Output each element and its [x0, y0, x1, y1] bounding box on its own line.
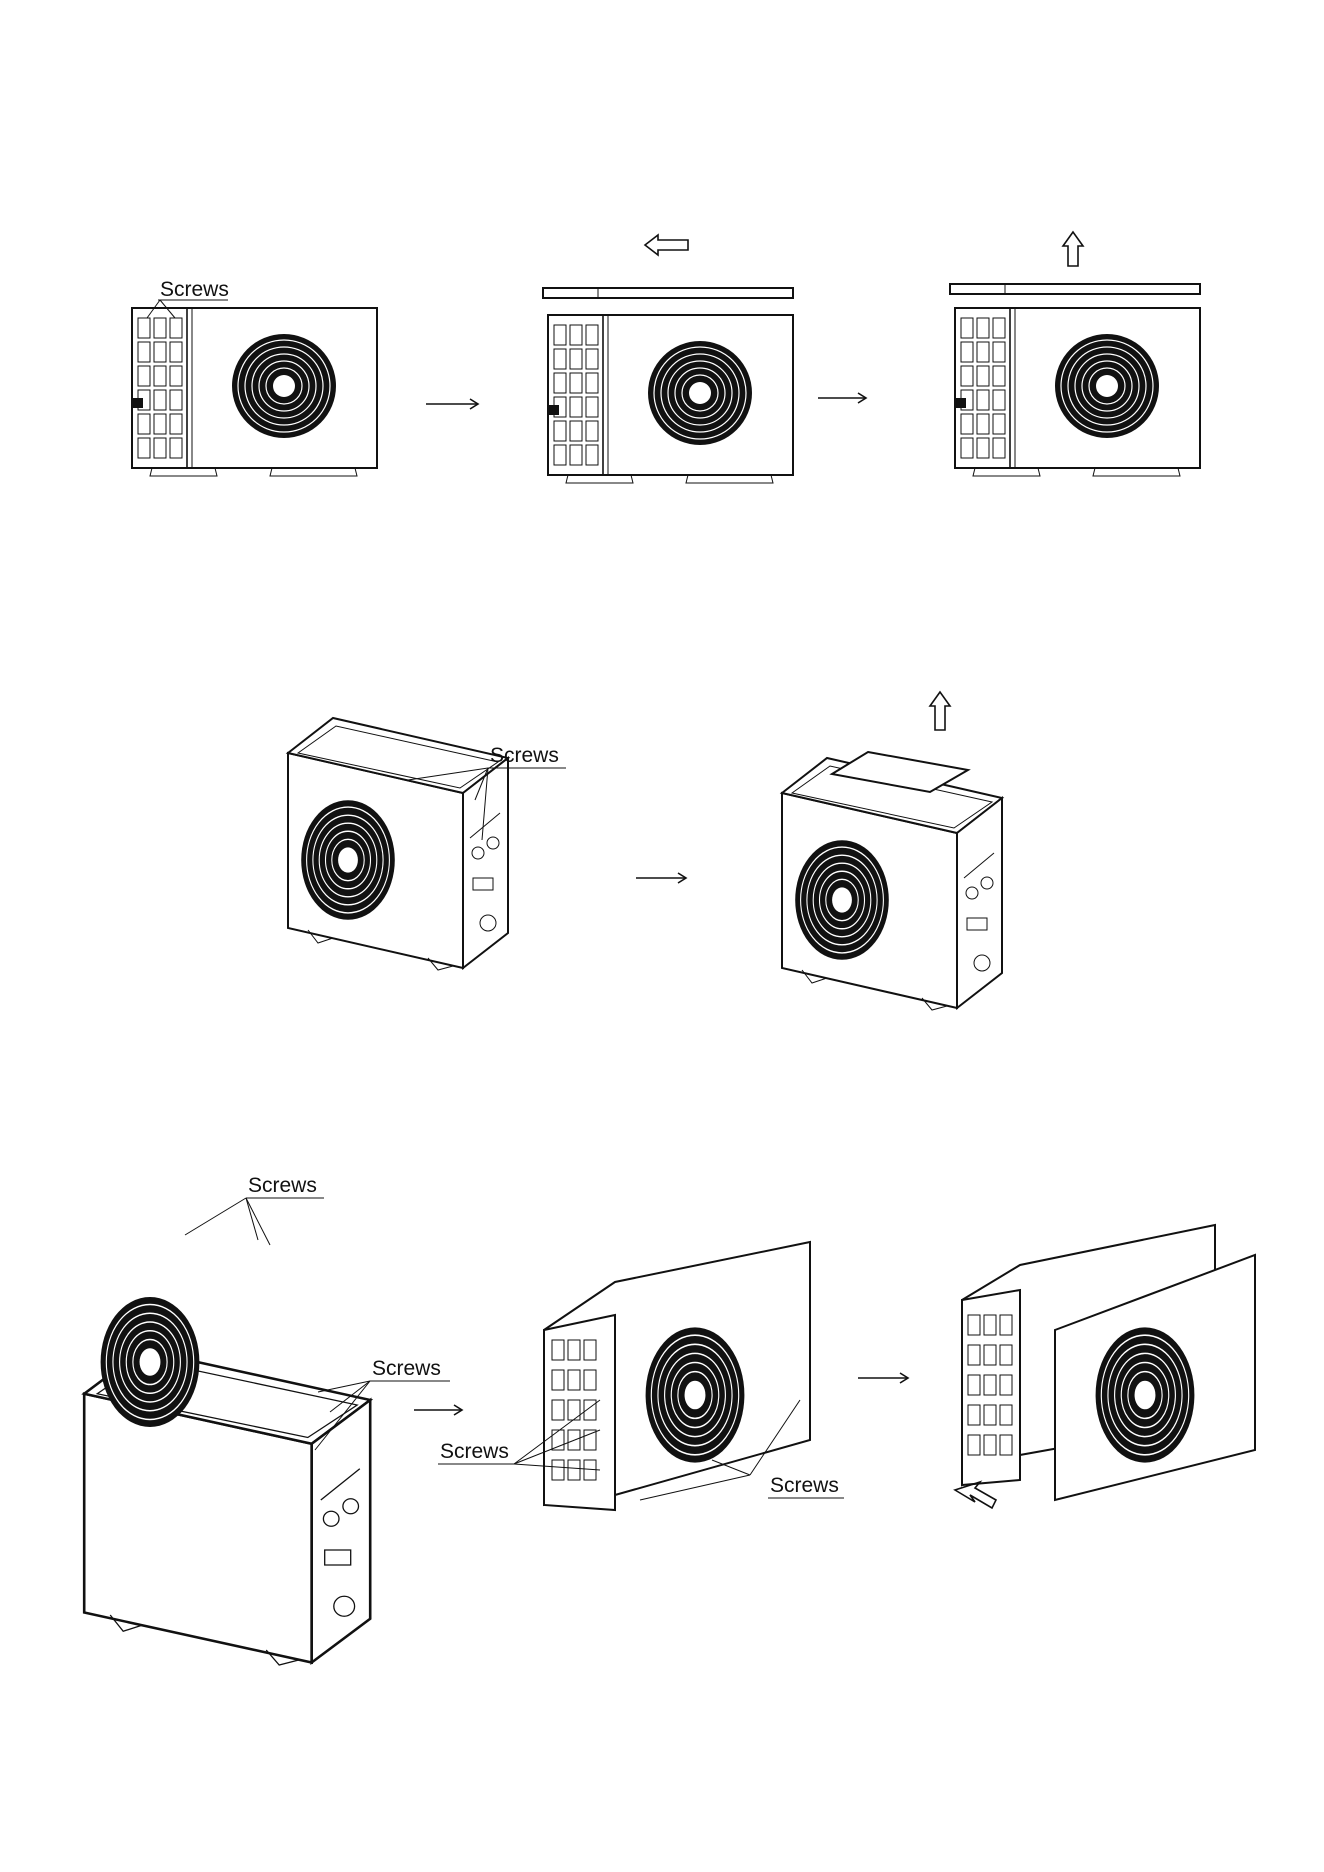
screws-label: Screws: [770, 1474, 839, 1497]
row3-arrow2: [858, 1373, 908, 1383]
screws-label: Screws: [248, 1174, 317, 1197]
row3-arrow1: [414, 1405, 462, 1415]
row3-step1: Screws Screws: [84, 1174, 450, 1665]
row1-arrow1: [426, 399, 478, 409]
arrow-up-icon: [930, 692, 950, 730]
row1-step2: [543, 235, 793, 483]
arrow-up-icon: [1063, 232, 1083, 266]
screws-label: Screws: [160, 278, 229, 301]
row3-step2: Screws Screws: [438, 1242, 844, 1510]
row1-step3: [950, 232, 1200, 476]
row1-arrow2: [818, 393, 866, 403]
row2-arrow: [636, 873, 686, 883]
screws-label: Screws: [440, 1440, 509, 1463]
row2-step2: [782, 692, 1002, 1010]
arrow-left-icon: [645, 235, 688, 255]
screws-label: Screws: [490, 744, 559, 767]
row3-step3: [955, 1225, 1255, 1508]
row1-step1: Screws: [132, 278, 377, 476]
screws-label: Screws: [372, 1357, 441, 1380]
row2-step1: Screws: [288, 718, 566, 970]
